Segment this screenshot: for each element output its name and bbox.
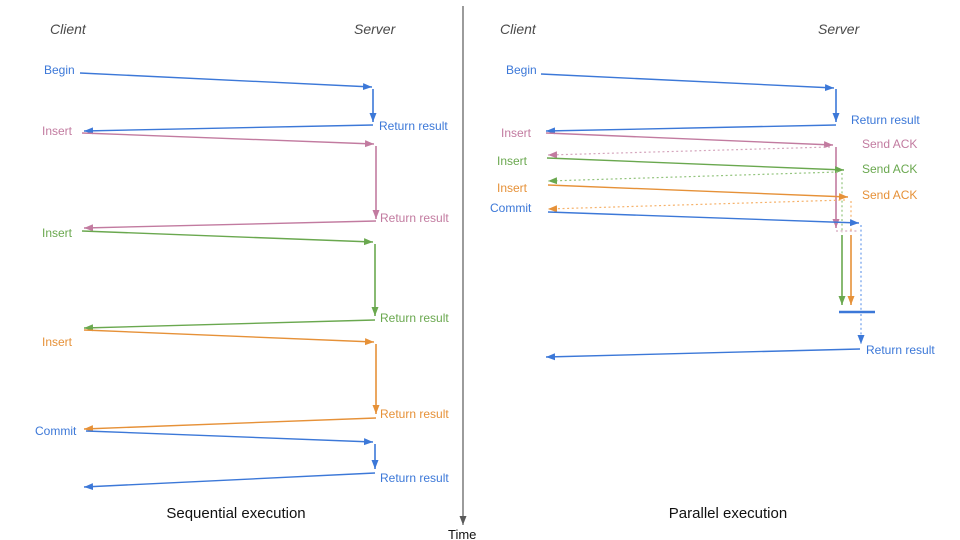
sequential-title: Sequential execution — [166, 505, 306, 522]
seq-insert3-response-label: Return result — [380, 407, 449, 421]
par-insert2-ack-arrow — [547, 171, 839, 185]
seq-insert3-label: Insert — [42, 335, 73, 349]
par-begin-label: Begin — [506, 63, 537, 77]
par-insert1-ack-label: Send ACK — [862, 137, 918, 151]
par-insert1-request-arrow — [545, 132, 834, 149]
par-insert3-ack-label: Send ACK — [862, 188, 918, 202]
seq-begin-label: Begin — [44, 63, 75, 77]
par-commit-request-arrow — [547, 211, 860, 227]
seq-server-header: Server — [354, 21, 396, 37]
seq-begin-response-label: Return result — [379, 119, 448, 133]
par-insert3-ack-arrow — [547, 199, 846, 213]
par-insert2-label: Insert — [497, 154, 528, 168]
time-axis-label: Time — [448, 527, 477, 540]
seq-commit-response-label: Return result — [380, 471, 449, 485]
seq-insert1-label: Insert — [42, 124, 73, 138]
seq-insert3-request-arrow — [83, 329, 375, 346]
seq-client-header: Client — [50, 21, 86, 37]
seq-commit-request-arrow — [85, 430, 374, 446]
par-insert2-request-arrow — [546, 157, 845, 174]
par-insert3-label: Insert — [497, 181, 528, 195]
par-begin-response-label: Return result — [851, 113, 920, 127]
par-begin-request-arrow — [540, 73, 835, 92]
par-client-header: Client — [500, 21, 536, 37]
par-server-header: Server — [818, 21, 860, 37]
par-insert2-ack-label: Send ACK — [862, 162, 918, 176]
par-commit-return-arrow — [545, 348, 861, 361]
seq-insert1-return-arrow — [83, 220, 377, 232]
seq-insert2-response-label: Return result — [380, 311, 449, 325]
seq-insert1-response-label: Return result — [380, 211, 449, 225]
seq-insert2-return-arrow — [83, 319, 376, 332]
seq-insert2-label: Insert — [42, 226, 73, 240]
seq-begin-request-arrow — [79, 72, 373, 91]
parallel-title: Parallel execution — [668, 505, 788, 522]
par-commit-response-label: Return result — [866, 343, 935, 357]
seq-commit-label: Commit — [35, 424, 77, 438]
par-insert1-label: Insert — [501, 126, 532, 140]
par-commit-label: Commit — [490, 201, 532, 215]
seq-insert2-request-arrow — [81, 230, 374, 246]
par-insert1-ack-arrow — [547, 146, 831, 159]
seq-commit-return-arrow — [83, 472, 376, 491]
seq-insert3-return-arrow — [83, 417, 377, 433]
seq-begin-return-arrow — [83, 124, 374, 135]
par-insert3-request-arrow — [547, 184, 849, 201]
seq-insert1-request-arrow — [81, 132, 375, 148]
par-begin-return-arrow — [545, 124, 837, 135]
